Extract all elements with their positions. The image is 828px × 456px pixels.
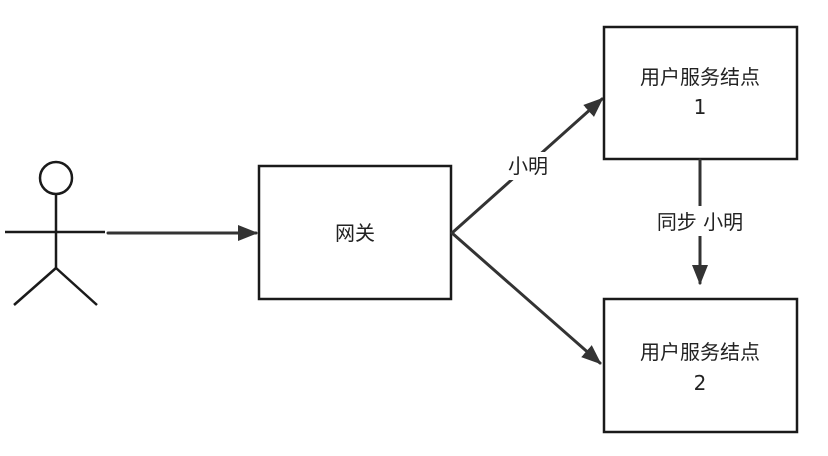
service2-label-line2: 2: [694, 371, 707, 395]
service1-box: [602, 25, 799, 161]
edge-label-gateway-to-service1: 小明: [508, 154, 548, 178]
actor-left-leg: [13, 267, 57, 306]
user-actor-icon: [5, 160, 105, 306]
gateway-label: 网关: [335, 221, 375, 245]
edge-label-service1-to-service2: 同步 小明: [657, 210, 743, 234]
service2-label-line1: 用户服务结点: [640, 340, 760, 364]
service1-label-line1: 用户服务结点: [640, 65, 760, 89]
service1-label-line2: 1: [694, 95, 707, 119]
edge-label-bg-2: [642, 206, 758, 236]
edge-gateway-to-service2: [450, 231, 602, 365]
service2-box: [602, 297, 799, 434]
actor-right-leg: [55, 267, 98, 306]
gateway-box: [257, 164, 453, 301]
service1-node: 用户服务结点 1: [602, 25, 799, 161]
gateway-node: 网关: [257, 164, 453, 301]
actor-head: [38, 160, 74, 196]
service2-node: 用户服务结点 2: [602, 297, 799, 434]
edge-label-bg-1: [500, 152, 556, 180]
